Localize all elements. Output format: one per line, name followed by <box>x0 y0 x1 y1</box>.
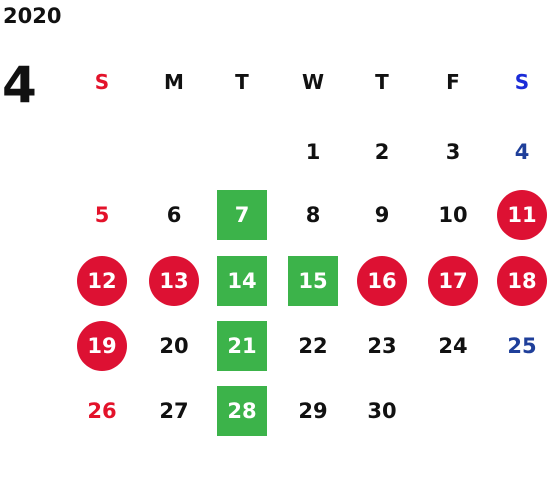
day-cell-9: 9 <box>374 203 390 227</box>
weekday-header: T <box>235 70 249 94</box>
day-cell-29: 29 <box>298 399 328 423</box>
month-number: 4 <box>2 56 37 114</box>
day-cell-14: 14 <box>217 256 267 306</box>
weekday-header: M <box>164 70 184 94</box>
day-cell-22: 22 <box>298 334 328 358</box>
weekday-header: S <box>514 70 530 94</box>
day-cell-30: 30 <box>367 399 397 423</box>
weekday-header: S <box>94 70 110 94</box>
day-cell-4: 4 <box>514 140 530 164</box>
year-label: 2020 <box>3 4 62 28</box>
day-cell-23: 23 <box>367 334 397 358</box>
day-cell-5: 5 <box>94 203 110 227</box>
day-cell-20: 20 <box>159 334 189 358</box>
weekday-header: F <box>446 70 460 94</box>
day-cell-25: 25 <box>507 334 537 358</box>
day-cell-27: 27 <box>159 399 189 423</box>
day-cell-16: 16 <box>357 256 407 306</box>
day-cell-7: 7 <box>217 190 267 240</box>
day-cell-24: 24 <box>438 334 468 358</box>
day-cell-2: 2 <box>374 140 390 164</box>
day-cell-3: 3 <box>445 140 461 164</box>
day-cell-28: 28 <box>217 386 267 436</box>
day-cell-12: 12 <box>77 256 127 306</box>
day-cell-8: 8 <box>305 203 321 227</box>
day-cell-19: 19 <box>77 321 127 371</box>
day-cell-26: 26 <box>87 399 117 423</box>
day-cell-17: 17 <box>428 256 478 306</box>
day-cell-11: 11 <box>497 190 547 240</box>
day-cell-18: 18 <box>497 256 547 306</box>
weekday-header: W <box>301 70 325 94</box>
day-cell-10: 10 <box>438 203 468 227</box>
day-cell-1: 1 <box>305 140 321 164</box>
day-cell-13: 13 <box>149 256 199 306</box>
day-cell-15: 15 <box>288 256 338 306</box>
day-cell-6: 6 <box>166 203 182 227</box>
weekday-header: T <box>375 70 389 94</box>
day-cell-21: 21 <box>217 321 267 371</box>
